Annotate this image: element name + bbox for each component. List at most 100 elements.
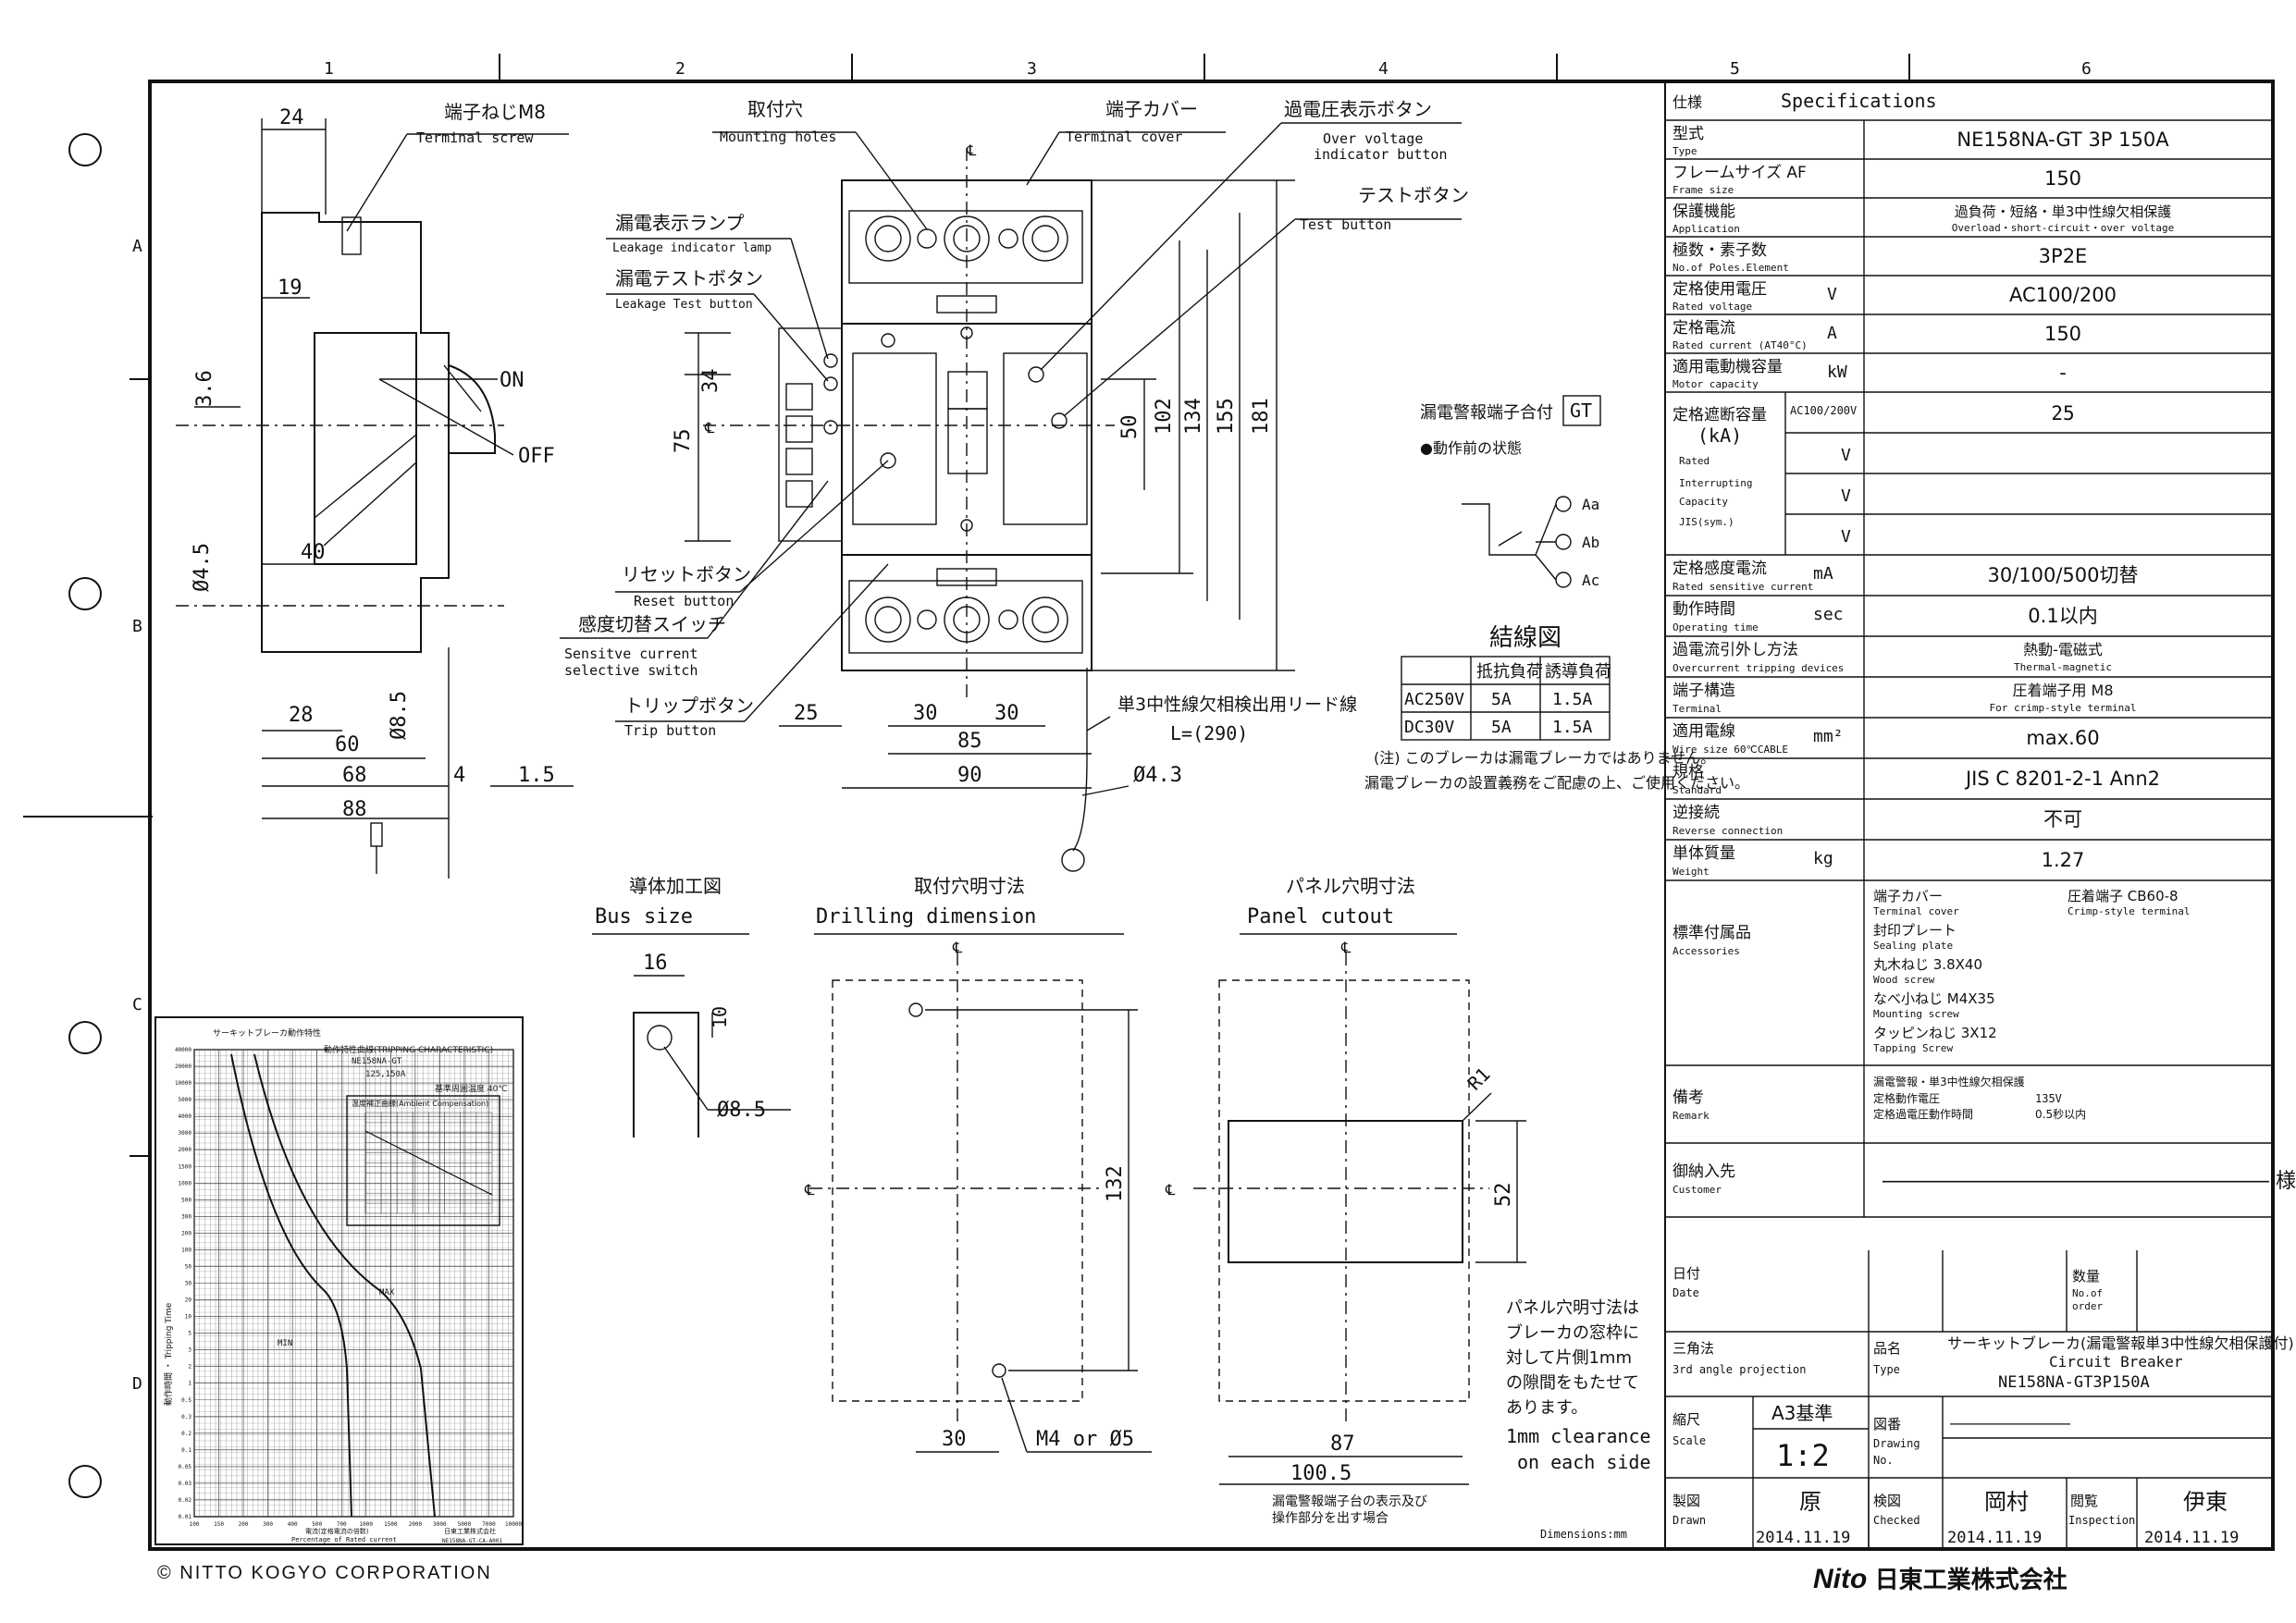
spec-value-reverse: 不可 <box>2043 808 2082 830</box>
spec-unit-volt: V <box>1827 285 1837 304</box>
spec-value-poles: 3P2E <box>2039 245 2088 267</box>
trip-y-tick: 1000 <box>179 1180 192 1187</box>
svg-text:MIN: MIN <box>278 1339 292 1348</box>
svg-text:3.6: 3.6 <box>193 370 216 407</box>
svg-text:Test button: Test button <box>1300 216 1391 233</box>
company-name: 日東工業株式会社 <box>1874 1566 2068 1593</box>
drawing-border <box>148 80 2275 1551</box>
spec-label-type: 型式 <box>1673 125 1704 143</box>
trip-y-tick: 3 <box>188 1347 191 1354</box>
svg-text:Ø4.5: Ø4.5 <box>191 543 214 592</box>
svg-text:Specifications: Specifications <box>1781 90 1937 112</box>
spec-label-accessories: 標準付属品 <box>1673 924 1751 942</box>
accessory-item-en: Tapping Screw <box>1873 1042 1953 1054</box>
trip-y-tick: 0.05 <box>179 1464 192 1470</box>
svg-text:仕様: 仕様 <box>1673 93 1702 111</box>
svg-text:℄: ℄ <box>1340 939 1352 956</box>
svg-text:原: 原 <box>1799 1489 1821 1515</box>
svg-text:1: 1 <box>324 59 334 79</box>
bus-size-view: 導体加工図 Bus size 16 10 Ø8.5 <box>592 875 791 1137</box>
spec-value-sens: 30/100/500切替 <box>1987 564 2138 586</box>
svg-text:日付: 日付 <box>1673 1265 1700 1282</box>
svg-text:Leakage indicator lamp: Leakage indicator lamp <box>612 241 772 255</box>
trip-x-tick: 1000 <box>360 1521 374 1528</box>
svg-text:ブレーカの窓枠に: ブレーカの窓枠に <box>1506 1322 1639 1343</box>
svg-text:2014.11.19: 2014.11.19 <box>1756 1529 1850 1547</box>
svg-text:パネル穴明寸法は: パネル穴明寸法は <box>1506 1298 1639 1318</box>
remark-line2: 定格動作電圧 <box>1873 1091 1940 1105</box>
svg-text:の隙間をもたせて: の隙間をもたせて <box>1506 1373 1639 1393</box>
trip-y-tick: 20000 <box>175 1064 191 1070</box>
spec-value2-terminal: For crimp-style terminal <box>1990 702 2137 714</box>
trip-y-tick: 0.1 <box>181 1447 191 1454</box>
spec-value2-trip: Thermal-magnetic <box>2014 661 2112 673</box>
svg-text:(注) このブレーカは漏電ブレーカではありません。: (注) このブレーカは漏電ブレーカではありません。 <box>1374 749 1715 767</box>
svg-text:34: 34 <box>699 369 722 394</box>
trip-x-tick: 100 <box>190 1521 200 1528</box>
spec-value-motor: - <box>2059 362 2067 384</box>
svg-text:導体加工図: 導体加工図 <box>629 875 722 897</box>
svg-text:order: order <box>2072 1300 2103 1312</box>
svg-text:25: 25 <box>794 702 819 725</box>
svg-text:52: 52 <box>1492 1183 1515 1208</box>
svg-text:漏電警報端子合付: 漏電警報端子合付 <box>1420 403 1553 423</box>
svg-text:パネル穴明寸法: パネル穴明寸法 <box>1286 875 1415 897</box>
svg-text:――――――――――――: ―――――――――――― <box>1950 1414 2070 1433</box>
svg-text:24: 24 <box>279 106 304 129</box>
svg-text:操作部分を出す場合: 操作部分を出す場合 <box>1272 1511 1389 1526</box>
tripping-characteristic-chart: サーキットブレーカ動作特性 動作特性曲線(TRIPPING CHARACTERI… <box>154 1016 524 1545</box>
svg-text:Ab: Ab <box>1582 534 1599 551</box>
spec-label-en-wire: Wire size 60℃CABLE <box>1673 744 1788 756</box>
spec-label-terminal: 端子構造 <box>1673 682 1735 700</box>
spec-breaking-en2: Interrupting <box>1679 477 1752 489</box>
svg-text:5: 5 <box>1730 59 1740 79</box>
svg-text:℄: ℄ <box>804 1181 815 1199</box>
spec-unit-curr: A <box>1827 324 1837 343</box>
svg-text:基準周囲温度 40℃: 基準周囲温度 40℃ <box>435 1083 507 1094</box>
spec-label-en-app: Application <box>1673 223 1740 235</box>
spec-value-optime: 0.1以内 <box>2028 605 2097 627</box>
trip-y-tick: 2000 <box>179 1147 192 1153</box>
svg-text:100.5: 100.5 <box>1290 1462 1352 1485</box>
spec-label-en-customer: Customer <box>1673 1184 1722 1196</box>
trip-y-tick: 3000 <box>179 1130 192 1137</box>
spec-breaking-v: V <box>1841 486 1851 506</box>
svg-text:Circuit Breaker: Circuit Breaker <box>2049 1353 2183 1371</box>
trip-y-tick: 0.01 <box>179 1514 192 1520</box>
svg-text:19: 19 <box>278 277 302 300</box>
svg-text:4: 4 <box>1378 59 1389 79</box>
binder-holes <box>68 133 102 1498</box>
svg-text:155: 155 <box>1215 398 1238 435</box>
svg-text:数量: 数量 <box>2072 1268 2100 1285</box>
trip-y-tick: 500 <box>181 1197 191 1203</box>
spec-label-app: 保護機能 <box>1673 203 1735 221</box>
svg-text:M4 or Ø5: M4 or Ø5 <box>1036 1428 1134 1451</box>
svg-text:NE158NA-GT: NE158NA-GT <box>352 1057 402 1066</box>
svg-text:単3中性線欠相検出用リード線: 単3中性線欠相検出用リード線 <box>1117 695 1357 715</box>
svg-text:C: C <box>132 995 142 1014</box>
remark-line3: 定格過電圧動作時間 <box>1873 1107 1973 1121</box>
accessory-item-en: Mounting screw <box>1873 1008 1959 1020</box>
svg-text:Date: Date <box>1673 1286 1699 1299</box>
svg-text:Type: Type <box>1873 1363 1900 1376</box>
spec-breaking-en1: Rated <box>1679 455 1710 467</box>
svg-text:5A: 5A <box>1491 718 1512 737</box>
svg-text:岡村: 岡村 <box>1984 1489 2029 1515</box>
svg-text:30: 30 <box>994 702 1019 725</box>
spec-label-weight: 単体質量 <box>1673 844 1735 863</box>
alarm-terminal: 漏電警報端子合付 GT ●動作前の状態 Aa Ab Ac 結線図 抵抗負荷 誘導… <box>1364 395 1749 792</box>
spec-unit-motor: kW <box>1827 363 1847 382</box>
company-logo: Nito 日東工業株式会社 <box>1813 1561 2068 1595</box>
trip-y-tick: 4000 <box>179 1113 192 1120</box>
trip-x-tick: 3000 <box>433 1521 447 1528</box>
title-block: 日付 Date 数量 No.of order 三角法 3rd angle pro… <box>1665 1250 2294 1549</box>
svg-text:90: 90 <box>957 764 982 787</box>
svg-text:ON: ON <box>500 369 525 392</box>
spec-label-poles: 極数・素子数 <box>1673 241 1767 260</box>
trip-y-tick: 2 <box>188 1364 191 1371</box>
spec-label-remark: 備考 <box>1673 1088 1704 1107</box>
remark-line1: 漏電警報・単3中性線欠相保護 <box>1873 1075 2025 1088</box>
spec-label-en-volt: Rated voltage <box>1673 301 1752 313</box>
spec-label-en-motor: Motor capacity <box>1673 378 1759 390</box>
trip-y-tick: 30 <box>185 1281 192 1287</box>
